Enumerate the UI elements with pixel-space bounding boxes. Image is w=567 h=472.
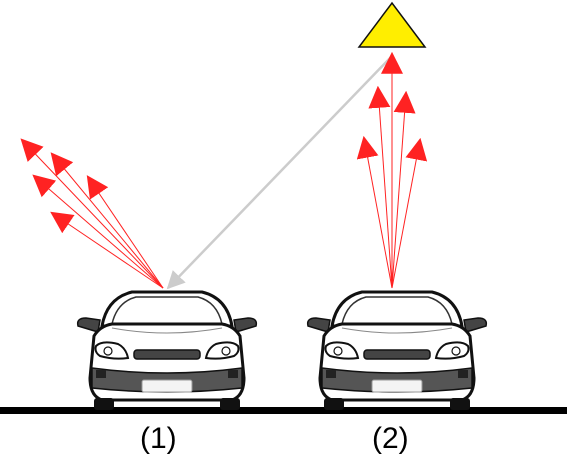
car-1-icon	[76, 290, 258, 412]
car-2-label: (2)	[372, 422, 409, 455]
reflected-ray	[368, 85, 393, 289]
road-line	[0, 407, 567, 414]
reflected-ray	[86, 175, 164, 289]
reflected-ray	[20, 138, 164, 289]
scattered-reflection-rays	[20, 138, 164, 289]
reflected-ray	[32, 174, 164, 289]
reflected-ray	[50, 211, 164, 289]
reflected-ray	[356, 135, 393, 289]
reflected-ray	[50, 152, 164, 289]
car-1-label: (1)	[140, 422, 177, 455]
reflected-ray	[391, 90, 416, 289]
reflected-ray	[391, 137, 428, 289]
incident-ray	[166, 55, 393, 290]
retro-reflection-rays	[356, 51, 428, 289]
car-2-icon	[306, 290, 488, 412]
light-source-triangle-icon	[357, 1, 427, 48]
